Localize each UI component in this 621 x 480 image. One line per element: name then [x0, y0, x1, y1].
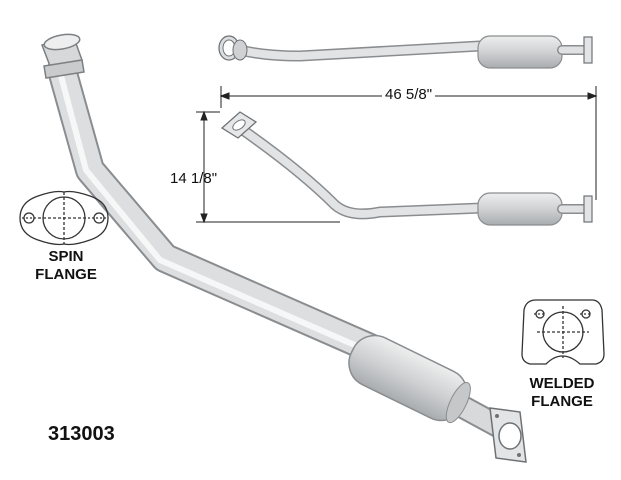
top-view-pipe — [218, 35, 593, 69]
height-dimension-label: 14 1/8" — [170, 170, 218, 187]
main-pipe-body — [49, 57, 383, 361]
part-number: 313003 — [48, 423, 115, 445]
spin-flange-icon — [19, 190, 109, 246]
main-pipe-highlight — [57, 69, 369, 353]
welded-flange-icon — [521, 299, 605, 365]
welded-flange-label-line1: WELDED — [529, 375, 595, 392]
main-inlet-flange — [40, 33, 85, 79]
side-view-pipe — [220, 111, 593, 226]
main-outlet-flange — [489, 407, 527, 463]
main-pipe-assembly — [40, 33, 527, 463]
spin-flange-label-line2: FLANGE — [35, 266, 97, 283]
main-catalytic-converter — [348, 334, 471, 424]
spin-flange-label-line1: SPIN — [48, 248, 84, 265]
length-dimension-label: 46 5/8" — [382, 86, 436, 103]
spin-flange-label: SPIN FLANGE — [22, 248, 110, 284]
welded-flange-label: WELDED FLANGE — [512, 375, 612, 411]
welded-flange-label-line2: FLANGE — [531, 393, 593, 410]
